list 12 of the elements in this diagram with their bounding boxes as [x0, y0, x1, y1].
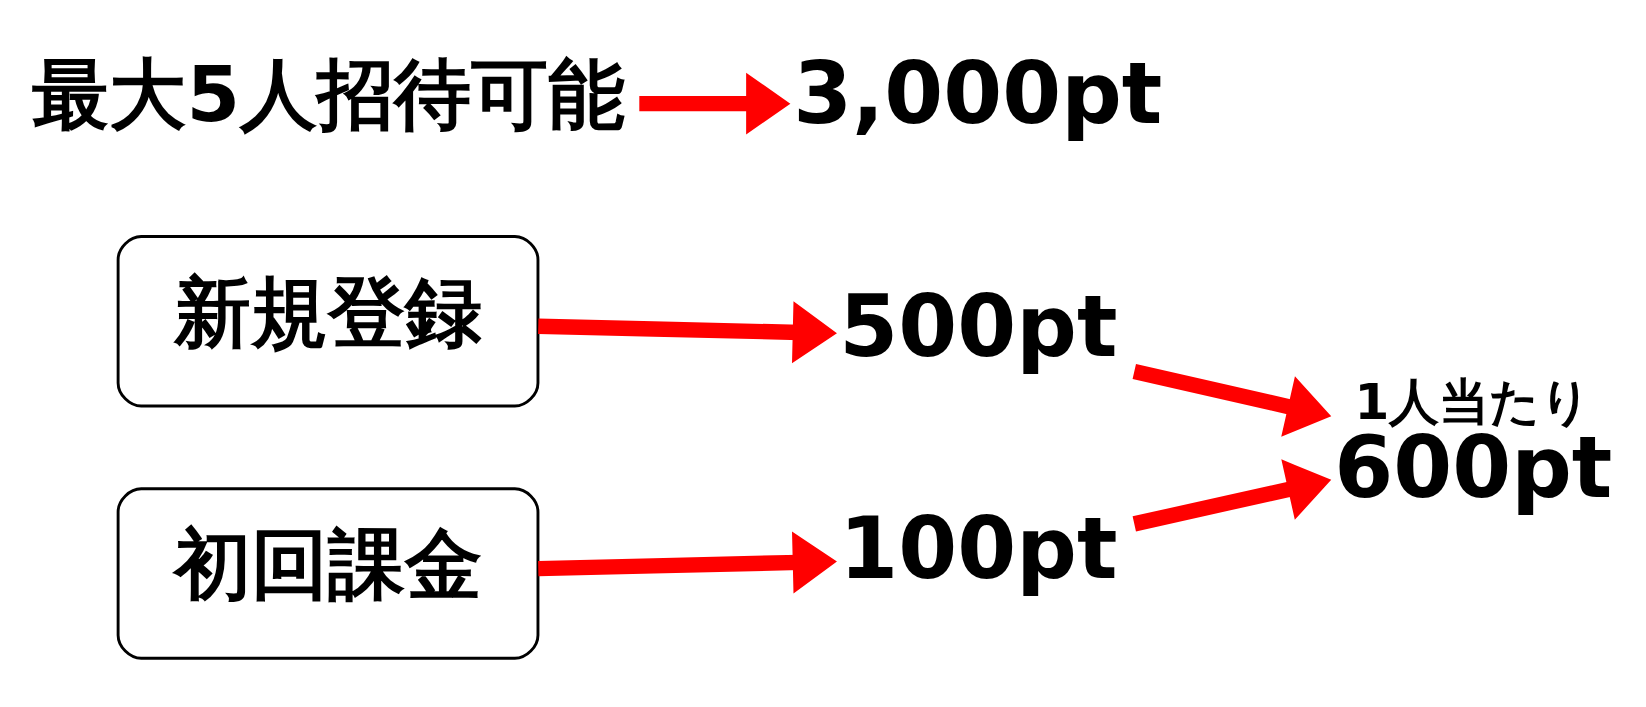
arrow [639, 72, 791, 135]
node-box: 新規登録 [116, 234, 540, 407]
node-text: 3,000pt [793, 43, 1163, 143]
arrow [1132, 458, 1332, 531]
node-text: 500pt [839, 276, 1118, 376]
node-text: 最大5人招待可能 [32, 48, 625, 139]
node-text: 1人当たり 600pt [1334, 372, 1613, 517]
arrow [1132, 363, 1332, 437]
arrow [538, 531, 837, 593]
node-box: 初回課金 [116, 486, 540, 660]
arrow [538, 300, 837, 363]
node-text: 100pt [839, 498, 1118, 598]
